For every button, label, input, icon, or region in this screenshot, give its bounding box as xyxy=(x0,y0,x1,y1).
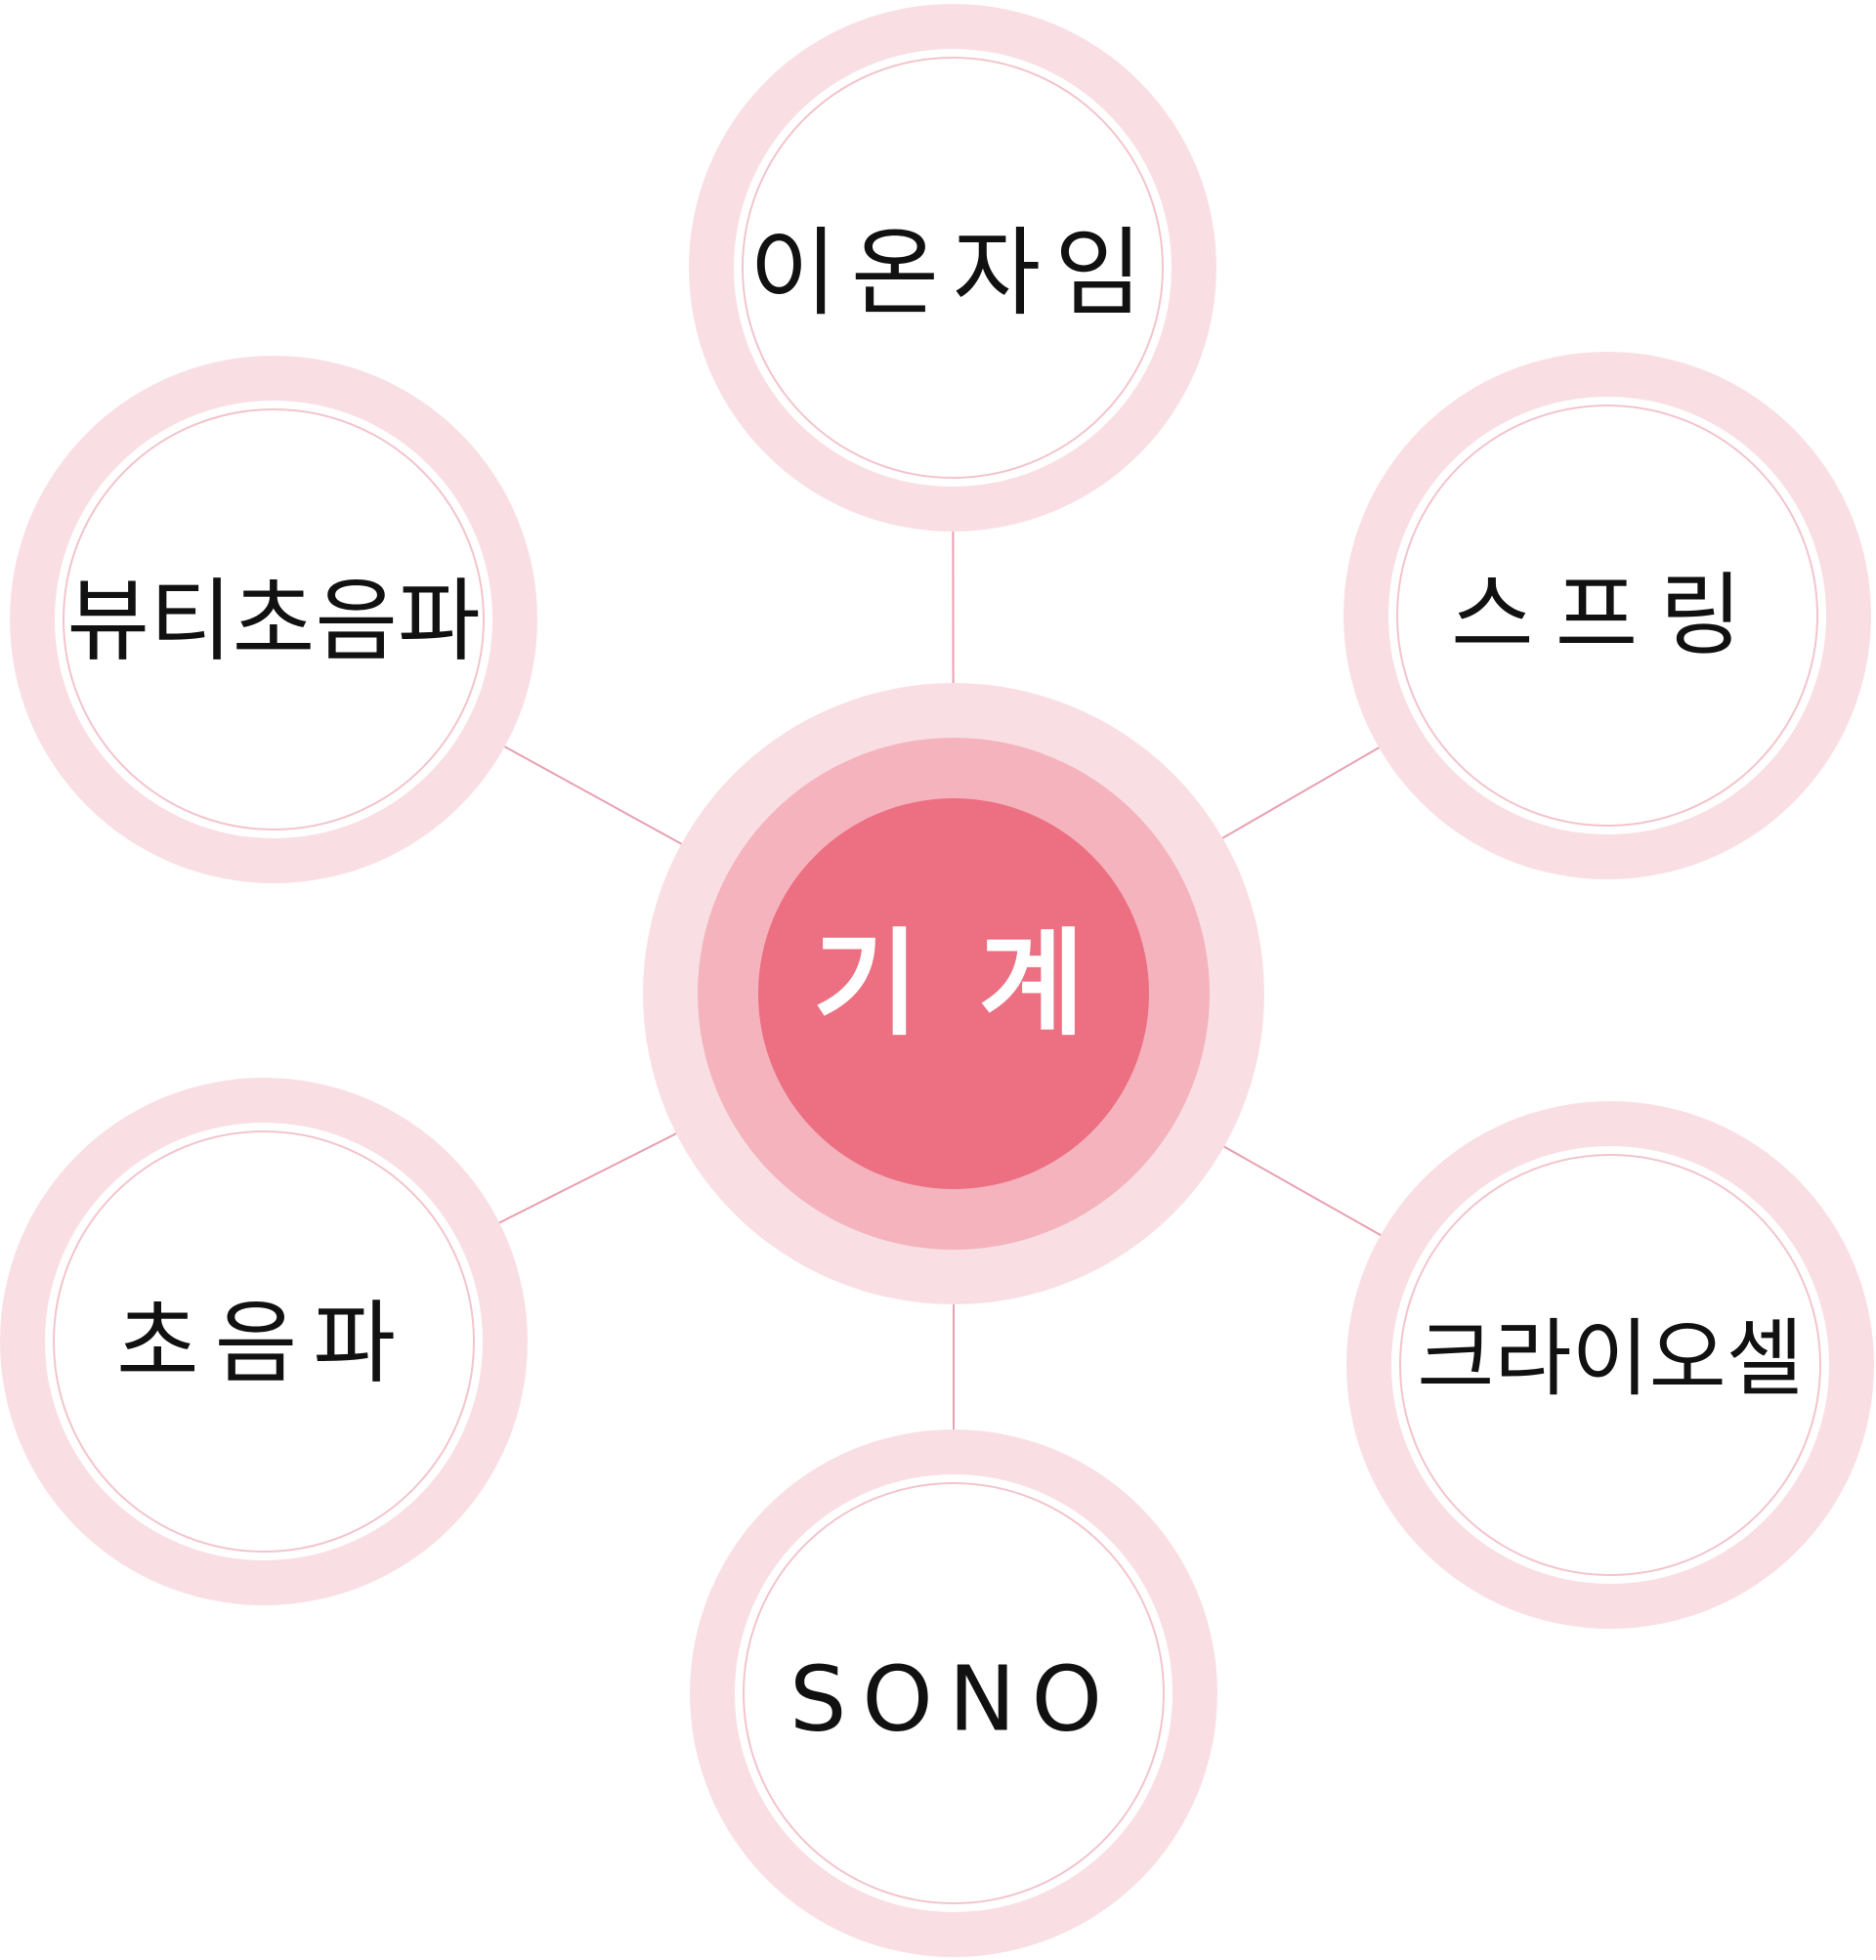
node-upper-left: 뷰티초음파 xyxy=(10,356,537,883)
node-top: 이온자임 xyxy=(689,4,1216,532)
node-label: 초음파 xyxy=(116,1292,411,1396)
center-label: 기 계 xyxy=(813,916,1094,1051)
node-thin-ring xyxy=(63,408,485,831)
node-inner-circle xyxy=(1391,1146,1829,1584)
node-thin-ring xyxy=(742,57,1164,479)
node-inner-circle xyxy=(55,401,492,838)
node-lower-right: 크라이오셀 xyxy=(1346,1101,1874,1629)
node-lower-left: 초음파 xyxy=(0,1078,528,1605)
node-label: SONO xyxy=(789,1647,1118,1752)
node-inner-circle xyxy=(735,1474,1172,1912)
node-inner-circle xyxy=(1388,397,1826,834)
node-label: 뷰티초음파 xyxy=(66,570,480,674)
node-upper-right: 스프링 xyxy=(1343,352,1871,879)
node-thin-ring xyxy=(1396,405,1818,827)
node-thin-ring xyxy=(53,1130,475,1553)
node-inner-circle xyxy=(734,49,1172,487)
node-label: 크라이오셀 xyxy=(1417,1310,1804,1408)
center-core xyxy=(758,798,1149,1189)
node-bottom: SONO xyxy=(690,1429,1217,1957)
center-node: 기 계 xyxy=(643,683,1264,1304)
node-thin-ring xyxy=(1399,1154,1821,1576)
node-label: 이온자임 xyxy=(749,218,1157,329)
node-inner-circle xyxy=(45,1123,483,1560)
node-thin-ring xyxy=(743,1482,1165,1904)
node-label: 스프링 xyxy=(1451,564,1764,668)
